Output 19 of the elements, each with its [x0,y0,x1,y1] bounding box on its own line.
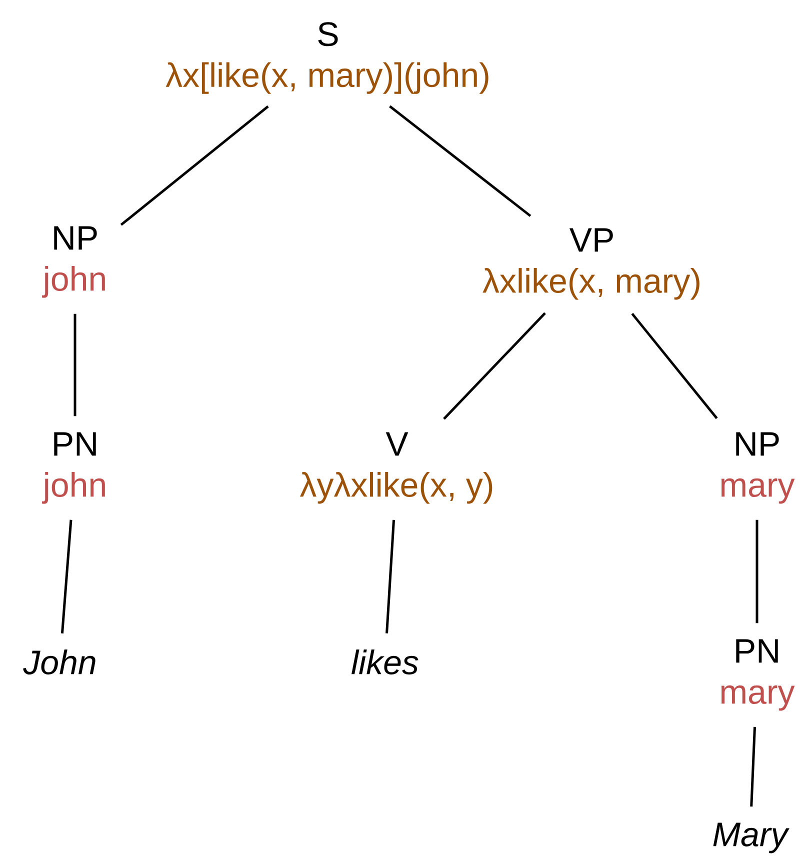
tree-branch [74,314,76,416]
leaf-word: likes [352,650,418,674]
tree-node-label: PN mary [721,639,795,711]
tree-node-label: NP john [42,226,105,298]
tree-branch [756,520,758,624]
tree-branch [386,520,396,634]
leaf-word: John [23,650,96,674]
tree-branch [631,312,718,420]
tree-node-label: NP mary [721,432,795,504]
leaf-word: Mary [713,822,790,854]
tree-node-label: PN john [42,432,105,504]
tree-branch [443,312,546,420]
tree-node-label: VP λxlike(x, mary) [482,228,700,300]
tree-branch [120,105,269,226]
tree-branch [750,726,756,807]
tree-node-label: S λx[like(x, mary)](john) [166,22,488,94]
tree-branch [60,520,72,634]
tree-branch [389,105,532,217]
tree-node-label: V λyλxlike(x, y) [300,432,492,504]
